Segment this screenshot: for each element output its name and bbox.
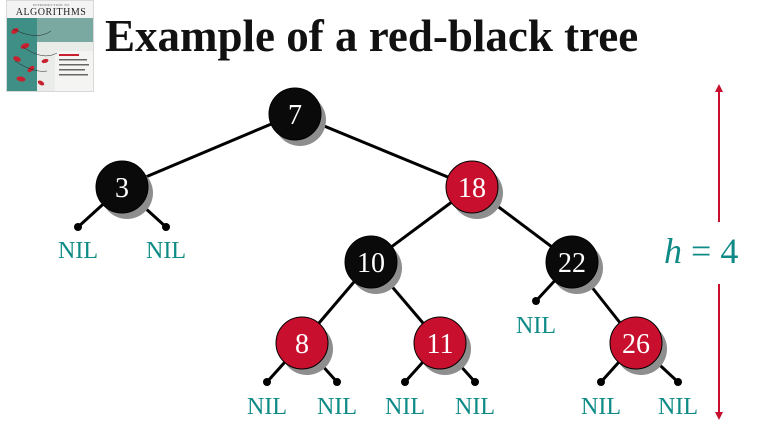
nil-label: NIL <box>317 394 357 420</box>
node-key: 7 <box>288 100 302 131</box>
node-key: 10 <box>357 248 385 279</box>
tree-node-7: 7 <box>268 87 326 146</box>
tree-node-18: 18 <box>445 160 503 219</box>
node-key: 26 <box>622 329 650 360</box>
book-series-text: INTRODUCTION TO <box>32 3 70 7</box>
nil-label: NIL <box>146 238 186 264</box>
nil-label: NIL <box>581 394 621 420</box>
node-key: 3 <box>115 173 129 204</box>
tree-node-8: 8 <box>275 316 333 375</box>
node-key: 8 <box>295 329 309 360</box>
nil-dot <box>471 378 479 386</box>
nil-leaves-layer: NIL NIL NIL NIL NIL NIL NIL NIL NIL <box>58 223 698 420</box>
black-node-circle <box>545 235 599 289</box>
tree-node-10: 10 <box>344 235 402 294</box>
nil-dot <box>74 223 82 231</box>
black-node-circle <box>344 235 398 289</box>
red-node-circle <box>413 316 467 370</box>
tree-node-22: 22 <box>545 235 603 294</box>
nil-label: NIL <box>247 394 287 420</box>
red-node-circle <box>275 316 329 370</box>
tree-node-11: 11 <box>413 316 471 375</box>
tree-node-26: 26 <box>609 316 667 375</box>
black-node-circle <box>268 87 322 141</box>
nil-dot <box>401 378 409 386</box>
height-label: h = 4 <box>664 233 738 269</box>
red-node-circle <box>609 316 663 370</box>
nil-dot <box>532 297 540 305</box>
tree-node-3: 3 <box>95 160 153 219</box>
nil-label: NIL <box>455 394 495 420</box>
nil-label: NIL <box>385 394 425 420</box>
nil-dot <box>674 378 682 386</box>
node-key: 18 <box>458 173 486 204</box>
book-title-text: ALGORITHMS <box>15 7 87 18</box>
height-value: 4 <box>720 231 739 271</box>
nodes-layer: 7 3 18 10 22 8 11 26 <box>95 87 667 375</box>
red-node-circle <box>445 160 499 214</box>
height-symbol: h <box>664 231 682 271</box>
nil-dot <box>597 378 605 386</box>
nil-label: NIL <box>58 238 98 264</box>
nil-label: NIL <box>658 394 698 420</box>
height-equals: = <box>691 231 712 271</box>
node-key: 11 <box>427 329 454 360</box>
tree-edge <box>121 112 296 189</box>
nil-label: NIL <box>516 313 556 339</box>
node-key: 22 <box>558 248 586 279</box>
book-cover-image: INTRODUCTION TO ALGORITHMS <box>6 0 94 92</box>
black-node-circle <box>95 160 149 214</box>
nil-dot <box>263 378 271 386</box>
slide-title: Example of a red-black tree <box>105 11 639 61</box>
nil-dot <box>333 378 341 386</box>
nil-dot <box>162 223 170 231</box>
book-cover-art <box>7 18 93 91</box>
